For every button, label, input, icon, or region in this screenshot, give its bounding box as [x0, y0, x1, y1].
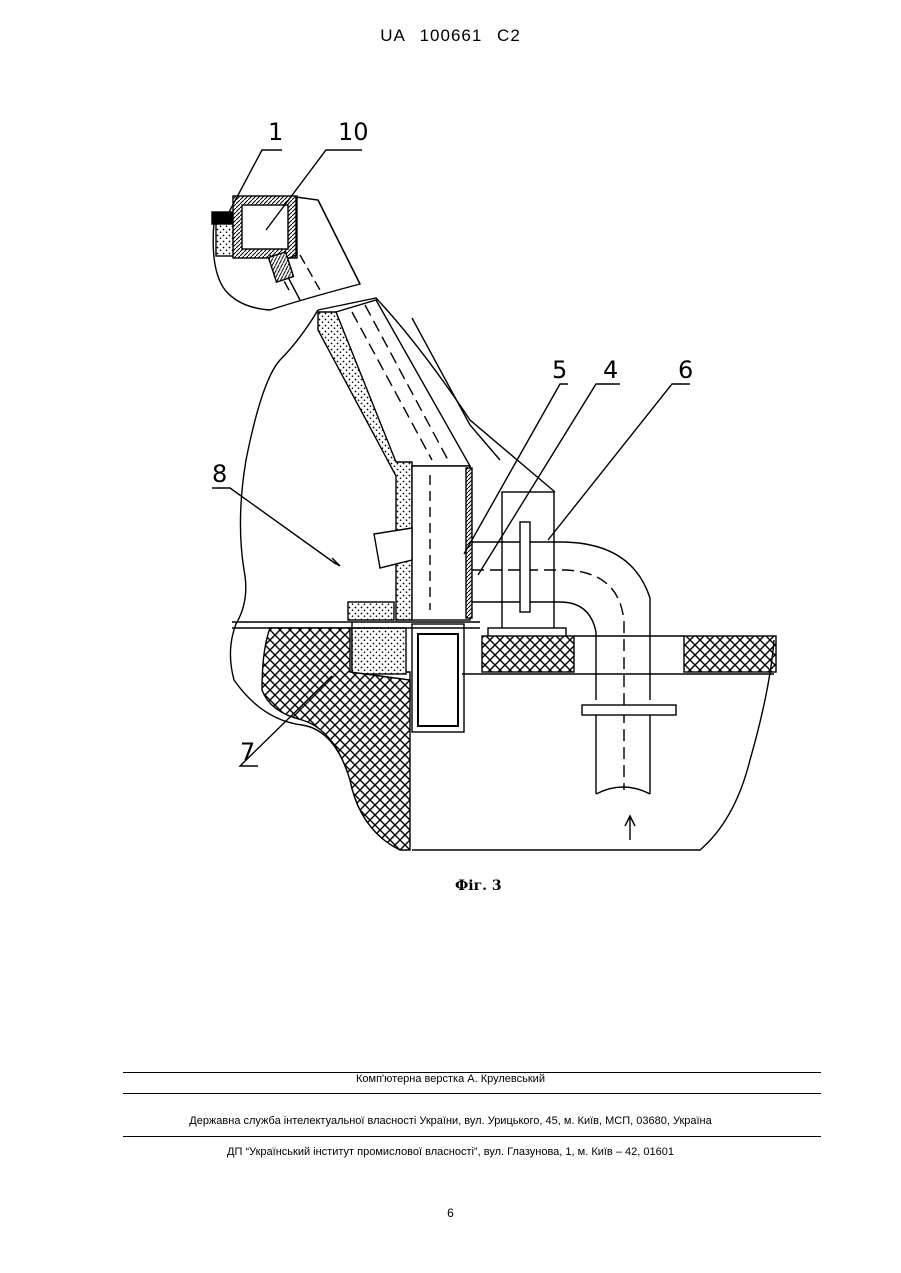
footer-divider-middle	[123, 1093, 821, 1094]
label-1: 1	[268, 118, 283, 146]
footer-divider-bottom	[123, 1136, 821, 1137]
box-10-inner	[242, 205, 288, 249]
flange	[520, 522, 530, 612]
label-8: 8	[212, 460, 227, 488]
footer-agency: Державна служба інтелектуальної власност…	[0, 1115, 901, 1127]
slanted-duct-insulation	[318, 312, 412, 620]
chamber-5	[412, 466, 470, 620]
footer-institute: ДП “Український інститут промислової вла…	[0, 1146, 901, 1158]
label-10: 10	[338, 118, 369, 146]
label-5: 5	[552, 356, 567, 384]
page-number: 6	[0, 1206, 901, 1220]
label-6: 6	[678, 356, 693, 384]
floor-bricks-left	[482, 636, 574, 672]
footer-layout-credit: Комп'ютерна верстка А. Крулевський	[0, 1073, 901, 1085]
label-4: 4	[603, 356, 618, 384]
figure-caption: Фіг. 3	[455, 878, 502, 894]
floor-bricks-right	[684, 636, 776, 672]
label-7: 7	[240, 738, 255, 766]
nozzle-8	[374, 528, 412, 568]
